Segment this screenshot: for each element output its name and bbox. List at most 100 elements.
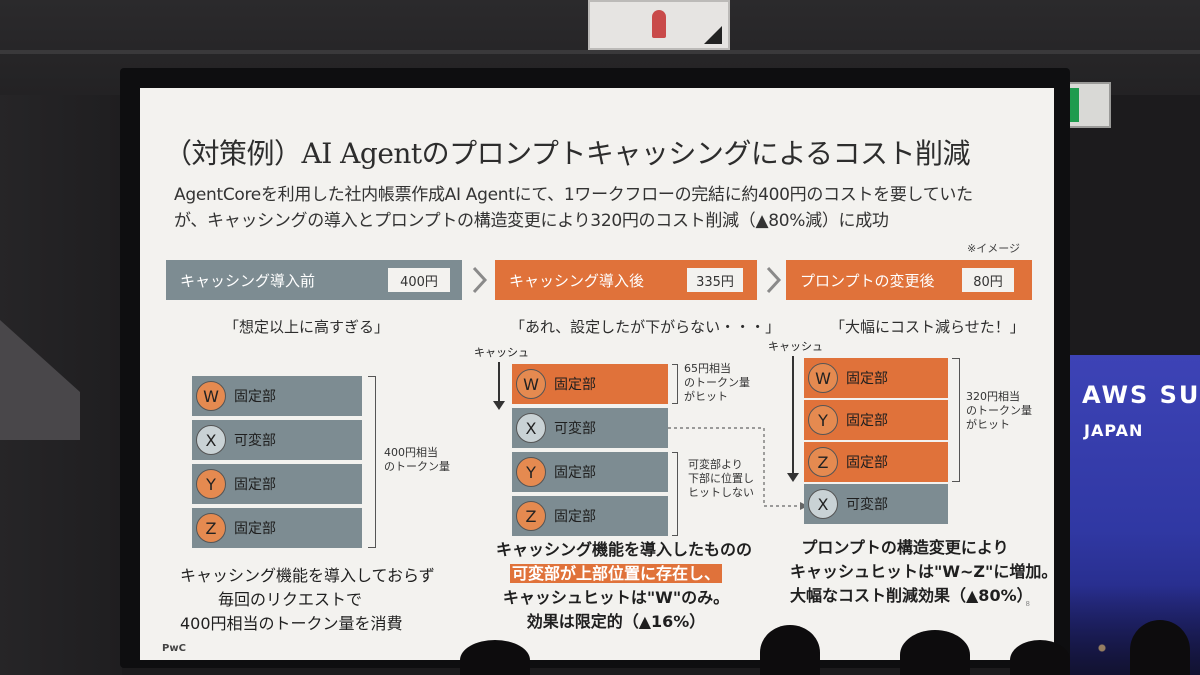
block-label: 固定部 [554,377,596,393]
summary-before: キャッシング機能を導入しておらず 毎回のリクエストで 400円相当のトークン量を… [180,564,435,636]
block-label: 固定部 [234,521,276,537]
brand-logo: PwC [162,643,186,654]
summary-line: キャッシング機能を導入しておらず [180,566,435,585]
prompt-block-x: X 可変部 [512,408,668,448]
block-label: 固定部 [846,371,888,387]
stage-label-before: キャッシング導入前 [180,271,316,290]
hit-note-line-1: 320円相当 [966,390,1020,403]
stage-header-after-prompt: プロンプトの変更後 80円 [786,260,1032,300]
stage-header-before: キャッシング導入前 400円 [166,260,462,300]
letter-badge: Y [196,469,226,499]
slide-title: （対策例）AI Agentのプロンプトキャッシングによるコスト削減 [164,137,971,170]
miss-note-line-1: 可変部より [688,458,743,471]
summary-after-caching: キャッシング機能を導入したものの 可変部が上部位置に存在し、 キャッシュヒットは… [496,538,753,634]
prompt-block-x: X 可変部 [804,484,948,524]
summary-line: 400円相当のトークン量を消費 [180,614,403,633]
aws-banner-subtitle: JAPAN [1084,421,1144,440]
audience-head [1130,620,1190,675]
summary-line: キャッシング機能を導入したものの [496,540,753,559]
letter-badge: Y [808,405,838,435]
prompt-block-x: X 可変部 [192,420,362,460]
prompt-block-w: W 固定部 [804,358,948,398]
sign-corner [704,26,722,44]
bracket [672,364,678,404]
summary-line: キャッシュヒットは"W~Z"に増加。 [790,562,1054,581]
summary-line: 効果は限定的（▲16%） [526,612,706,631]
move-arrow [668,427,808,510]
letter-badge: Z [516,501,546,531]
slide-subtitle-line-1: AgentCoreを利用した社内帳票作成AI Agentにて、1ワークフローの完… [174,185,973,205]
prompt-block-w: W 固定部 [192,376,362,416]
stage-cost-before: 400円 [388,268,450,292]
bracket [368,376,376,548]
prompt-block-z: Z 固定部 [804,442,948,482]
stage-cost-after-prompt: 80円 [962,268,1014,292]
letter-badge: W [516,369,546,399]
cache-arrow [493,362,505,410]
page-number: 8 [1025,600,1030,608]
prompt-block-z: Z 固定部 [192,508,362,548]
summary-line: キャッシュヒットは"W"のみ。 [502,588,730,607]
stage-label-after-caching: キャッシング導入後 [509,271,645,290]
block-label: 固定部 [234,389,276,405]
prompt-block-y: Y 固定部 [192,464,362,504]
letter-badge: W [196,381,226,411]
quote-after-caching: 「あれ、設定したが下がらない・・・」 [510,318,781,336]
audience-head [760,625,820,675]
letter-badge: W [808,363,838,393]
hit-note-line-2: のトークン量 [684,376,750,389]
block-label: 固定部 [554,509,596,525]
bracket [952,358,960,482]
prompt-block-w: W 固定部 [512,364,668,404]
ceiling-beam [0,50,1200,54]
restroom-figure-icon [652,10,666,38]
audience-head [1010,640,1070,675]
cache-label: キャッシュ [768,340,823,353]
letter-badge: Z [808,447,838,477]
chevron-right-icon [472,266,488,294]
bracket [672,452,678,536]
letter-badge: X [516,413,546,443]
block-label: 固定部 [234,477,276,493]
summary-line: 毎回のリクエストで [217,590,362,609]
token-note-line-2: のトークン量 [384,460,450,473]
letter-badge: Z [196,513,226,543]
miss-note-line-2: 下部に位置し [688,472,754,485]
summary-after-prompt: プロンプトの構造変更により キャッシュヒットは"W~Z"に増加。 大幅なコスト削… [790,536,1054,608]
prompt-block-y: Y 固定部 [512,452,668,492]
block-label: 可変部 [554,421,596,437]
hit-note-line-3: がヒット [684,390,728,403]
image-note: ※イメージ [967,242,1020,255]
cache-arrow [787,356,799,482]
block-label: 固定部 [846,455,888,471]
audience-head [460,640,530,675]
hit-note-line-2: のトークン量 [966,404,1032,417]
summary-line: プロンプトの構造変更により [801,538,1009,557]
stage-header-after-caching: キャッシング導入後 335円 [495,260,757,300]
letter-badge: X [808,489,838,519]
stage-label-after-prompt: プロンプトの変更後 [800,271,935,290]
chevron-right-icon [766,266,782,294]
slide-subtitle-line-2: が、キャッシングの導入とプロンプトの構造変更により320円のコスト削減（▲80%… [174,211,889,231]
miss-note-line-3: ヒットしない [688,486,754,499]
restroom-sign [588,0,730,50]
block-label: 固定部 [846,413,888,429]
aws-banner-title: AWS SU [1082,381,1200,409]
token-note-line-1: 400円相当 [384,446,438,459]
presentation-slide: （対策例）AI Agentのプロンプトキャッシングによるコスト削減 AgentC… [140,88,1054,660]
highlighted-summary-line: 可変部が上部位置に存在し、 [509,564,722,583]
summary-line: 大幅なコスト削減効果（▲80%） [790,586,1033,605]
audience-head [900,630,970,675]
hit-note-line-1: 65円相当 [684,362,731,375]
hit-note-line-3: がヒット [966,418,1010,431]
stage-cost-after-caching: 335円 [687,268,743,292]
letter-badge: Y [516,457,546,487]
quote-before: 「想定以上に高すぎる」 [224,318,390,336]
block-label: 可変部 [846,497,888,513]
prompt-block-z: Z 固定部 [512,496,668,536]
block-label: 固定部 [554,465,596,481]
cache-label: キャッシュ [474,346,529,359]
prompt-block-y: Y 固定部 [804,400,948,440]
letter-badge: X [196,425,226,455]
block-label: 可変部 [234,433,276,449]
